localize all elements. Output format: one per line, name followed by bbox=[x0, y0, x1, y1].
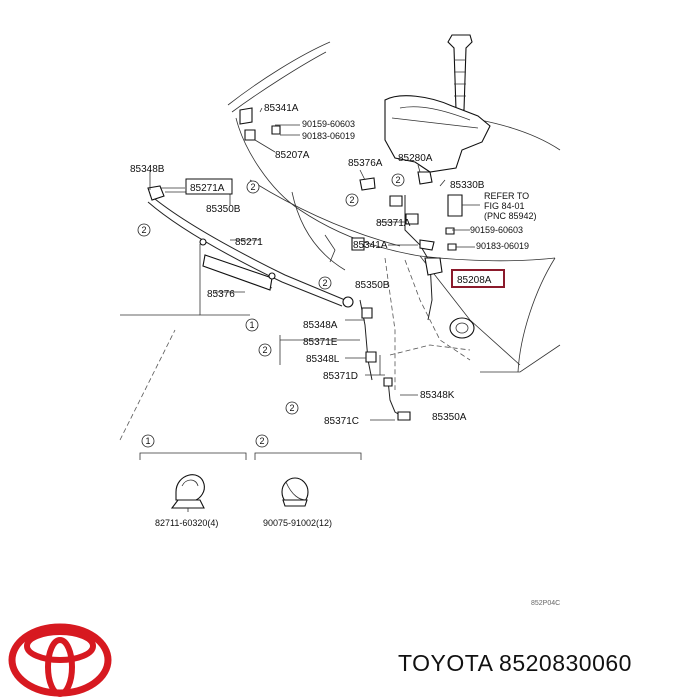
label-85350A: 85350A bbox=[432, 412, 467, 423]
wiper-arm-assembly bbox=[147, 185, 354, 308]
label-85280A: 85280A bbox=[398, 153, 433, 164]
label-85348L: 85348L bbox=[306, 354, 340, 365]
label-85271: 85271 bbox=[235, 237, 263, 248]
label-85207A: 85207A bbox=[275, 150, 310, 161]
label-85350B-mid: 85350B bbox=[355, 280, 390, 291]
label-85376: 85376 bbox=[207, 289, 235, 300]
label-85348A: 85348A bbox=[303, 320, 338, 331]
toyota-logo-icon bbox=[8, 623, 112, 697]
legend-ref-2: 2 bbox=[259, 436, 264, 446]
ref-2-e: 2 bbox=[322, 278, 327, 288]
clip-90075-icon bbox=[281, 477, 309, 507]
part-labels: 85341A 90159-60603 90183-06019 85207A 85… bbox=[130, 103, 537, 427]
ref-2-d: 2 bbox=[395, 175, 400, 185]
box-85271A bbox=[185, 178, 233, 195]
ref-2-c: 2 bbox=[349, 195, 354, 205]
legend-clips: 1 2 82711-60320(4) 90075-91002(12) bbox=[139, 434, 362, 528]
clip-82711-icon bbox=[170, 474, 205, 512]
label-85330B: 85330B bbox=[450, 180, 485, 191]
ref-1-a: 1 bbox=[249, 320, 254, 330]
label-85371D: 85371D bbox=[323, 371, 358, 382]
label-90159-mid: 90159-60603 bbox=[470, 225, 523, 235]
leader-lines bbox=[120, 107, 480, 421]
ref-2-g: 2 bbox=[289, 403, 294, 413]
hose-routing bbox=[239, 107, 475, 421]
refer-line-3: (PNC 85942) bbox=[484, 211, 537, 221]
ref-2-b: 2 bbox=[141, 225, 146, 235]
label-85341A-top: 85341A bbox=[264, 103, 299, 114]
legend-ref-1: 1 bbox=[145, 436, 150, 446]
diagram-code: 852P04C bbox=[531, 600, 560, 607]
refer-line-1: REFER TO bbox=[484, 191, 529, 201]
ref-2-f: 2 bbox=[262, 345, 267, 355]
label-85350B-left: 85350B bbox=[206, 204, 241, 215]
boxed-labels: 85271A 85208A bbox=[185, 178, 505, 288]
label-85348B: 85348B bbox=[130, 164, 165, 175]
label-85341A-mid: 85341A bbox=[353, 240, 388, 251]
label-90159-top: 90159-60603 bbox=[302, 119, 355, 129]
label-85271A: 85271A bbox=[190, 183, 225, 194]
refer-line-2: FIG 84-01 bbox=[484, 201, 525, 211]
brand-part-number: TOYOTA 8520830060 bbox=[398, 650, 632, 676]
washer-reservoir bbox=[384, 34, 491, 185]
label-85371C: 85371C bbox=[324, 416, 359, 427]
circle-refs: 2 2 2 2 2 1 2 2 bbox=[137, 173, 405, 415]
legend-82711: 82711-60320(4) bbox=[155, 518, 218, 528]
label-90183-top: 90183-06019 bbox=[302, 131, 355, 141]
label-85376A: 85376A bbox=[348, 158, 383, 169]
box-85208A-highlight bbox=[451, 269, 505, 288]
ref-2-a: 2 bbox=[250, 182, 255, 192]
label-85371E: 85371E bbox=[303, 337, 338, 348]
legend-90075: 90075-91002(12) bbox=[263, 518, 332, 528]
label-85208A: 85208A bbox=[457, 275, 492, 286]
label-85348K: 85348K bbox=[420, 390, 455, 401]
label-85371A: 85371A bbox=[376, 218, 411, 229]
label-90183-mid: 90183-06019 bbox=[476, 241, 529, 251]
